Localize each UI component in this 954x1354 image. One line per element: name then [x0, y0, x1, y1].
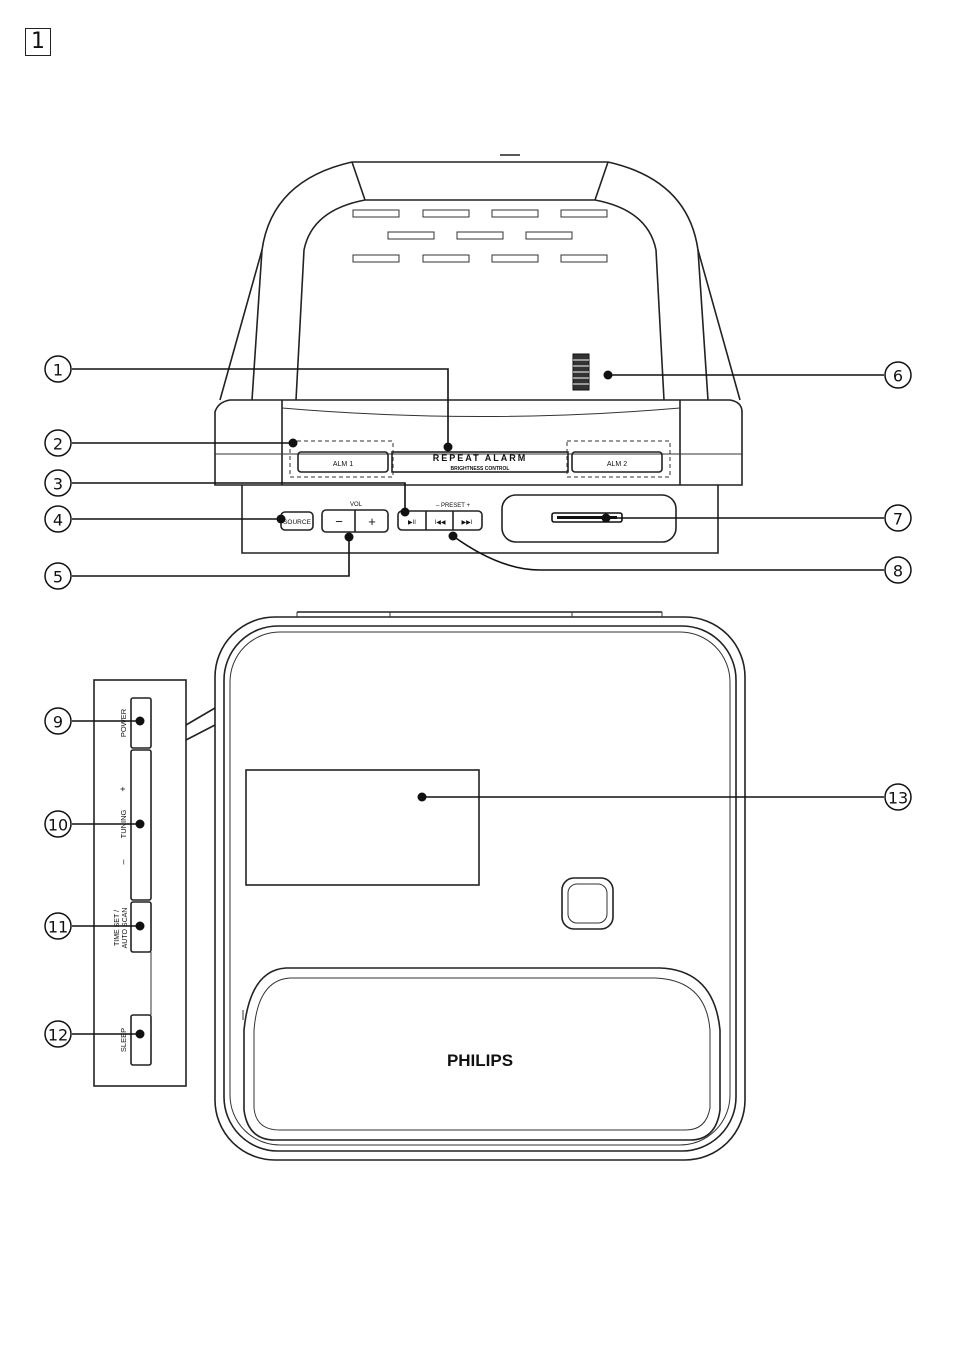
philips-logo: PHILIPS	[447, 1051, 513, 1070]
callout-7: 7	[884, 504, 912, 532]
power-button[interactable]	[130, 697, 152, 749]
callout-4: 4	[44, 505, 72, 533]
svg-text:6: 6	[893, 367, 903, 386]
vol-minus-button[interactable]: −	[335, 514, 343, 529]
callout-3: 3	[44, 469, 72, 497]
playback-controls	[397, 510, 483, 531]
sleep-button[interactable]	[130, 1014, 152, 1066]
tuning-plus-label: +	[118, 786, 128, 791]
callout-8: 8	[884, 556, 912, 584]
play-pause-button[interactable]: ▶II	[408, 520, 416, 526]
callout-leaders	[72, 368, 884, 1039]
callout-12: 12	[44, 1020, 72, 1048]
svg-text:9: 9	[53, 713, 63, 732]
vent-slots	[352, 209, 608, 263]
callout-6: 6	[884, 361, 912, 389]
svg-text:11: 11	[48, 918, 68, 937]
repeat-alarm-bar[interactable]	[391, 451, 569, 473]
display-window	[245, 769, 480, 886]
svg-text:1: 1	[53, 361, 63, 380]
preset-next-button[interactable]: ▶▶I	[462, 520, 473, 526]
dock-cover	[243, 967, 721, 1141]
alm2-label: ALM 2	[607, 461, 627, 468]
alm1-label: ALM 1	[333, 461, 353, 468]
callout-5: 5	[44, 562, 72, 590]
time-set-label: TIME SET /	[114, 910, 121, 946]
power-label: POWER	[119, 708, 128, 737]
brightness-knob-icon	[572, 353, 590, 391]
callout-13: 13	[884, 783, 912, 811]
svg-text:4: 4	[53, 511, 63, 530]
svg-text:12: 12	[48, 1026, 68, 1045]
side-panel-zoom	[93, 679, 187, 1087]
top-square-button[interactable]	[561, 877, 614, 930]
callout-11: 11	[44, 912, 72, 940]
top-view: PHILIPS POWER TUNING + – TIME SET / AUTO…	[93, 611, 746, 1161]
callout-2: 2	[44, 429, 72, 457]
svg-text:10: 10	[48, 816, 68, 835]
vol-plus-button[interactable]: +	[368, 514, 376, 529]
svg-text:8: 8	[893, 562, 903, 581]
vol-label: VOL	[350, 502, 363, 508]
svg-text:3: 3	[53, 475, 63, 494]
svg-text:7: 7	[893, 510, 903, 529]
tuning-minus-label: –	[118, 859, 128, 864]
alm1-button[interactable]	[297, 451, 389, 473]
sleep-label: SLEEP	[119, 1028, 128, 1052]
source-label: SOURCE	[283, 519, 311, 526]
front-view: ALM 1 ALM 2 REPEAT ALARM BRIGHTNESS CONT…	[214, 154, 743, 554]
callout-10: 10	[44, 810, 72, 838]
time-set-button[interactable]	[130, 901, 152, 953]
svg-text:5: 5	[53, 568, 63, 587]
svg-text:2: 2	[53, 435, 63, 454]
preset-prev-button[interactable]: I◀◀	[435, 520, 446, 526]
callout-numbers: 1 2 3 4 5 6 7 8 9 10 11 12 13	[44, 355, 912, 1048]
page-number-box: 1	[25, 28, 51, 56]
repeat-alarm-label: REPEAT ALARM	[433, 453, 528, 463]
callout-1: 1	[44, 355, 72, 383]
brightness-control-label: BRIGHTNESS CONTROL	[451, 466, 510, 472]
preset-label: – PRESET +	[436, 503, 471, 509]
auto-scan-label: AUTO SCAN	[122, 908, 129, 949]
svg-text:13: 13	[888, 789, 908, 808]
callout-9: 9	[44, 707, 72, 735]
alm2-button[interactable]	[571, 451, 663, 473]
tuning-button[interactable]	[130, 749, 152, 901]
